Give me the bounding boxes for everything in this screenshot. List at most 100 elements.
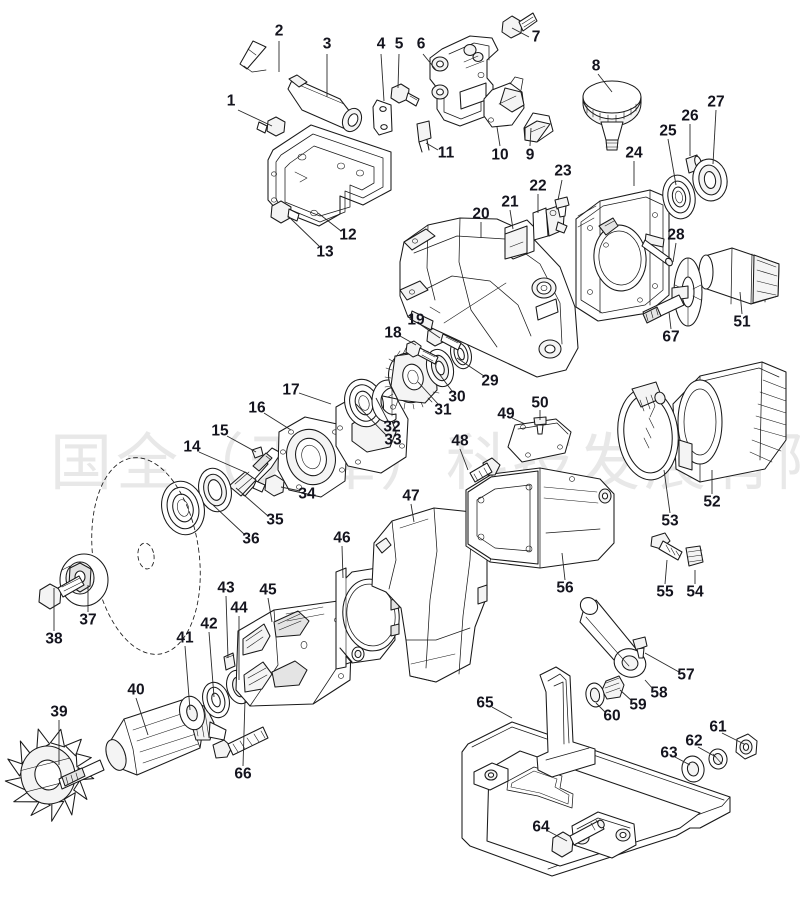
callout-number-23: 23 — [554, 162, 572, 180]
callout-number-4: 4 — [376, 35, 386, 53]
part-23-screw — [554, 196, 570, 218]
callout-number-10: 10 — [491, 146, 509, 164]
callout-number-1: 1 — [226, 92, 236, 110]
part-6-guard-frame — [429, 35, 499, 127]
callout-number-37: 37 — [79, 611, 97, 629]
part-49-cover — [507, 418, 572, 463]
callout-number-35: 35 — [266, 511, 284, 529]
callout-number-3: 3 — [322, 35, 332, 53]
part-64-bolt — [551, 819, 605, 858]
callout-number-45: 45 — [259, 581, 277, 599]
callout-number-8: 8 — [591, 57, 601, 75]
part-38-bolt — [38, 575, 85, 610]
callout-number-31: 31 — [434, 401, 452, 419]
part-46-baffle — [335, 567, 400, 670]
callout-number-34: 34 — [298, 485, 316, 503]
callout-number-43: 43 — [217, 579, 235, 597]
callout-number-2: 2 — [274, 22, 284, 40]
part-21-brush — [504, 219, 535, 260]
callout-number-30: 30 — [448, 388, 466, 406]
callout-number-38: 38 — [45, 630, 63, 648]
callout-number-13: 13 — [316, 243, 334, 261]
part-66-screw — [212, 726, 269, 759]
callout-number-49: 49 — [497, 405, 515, 423]
part-35-seal — [198, 467, 232, 513]
callout-number-56: 56 — [556, 579, 574, 597]
callout-number-40: 40 — [127, 681, 145, 699]
callout-number-59: 59 — [629, 696, 647, 714]
callout-number-5: 5 — [394, 35, 404, 53]
callout-number-50: 50 — [531, 394, 549, 412]
part-8-knob — [582, 80, 642, 151]
part-4-link-plate — [372, 99, 393, 136]
callout-number-60: 60 — [603, 707, 621, 725]
callout-number-16: 16 — [248, 399, 266, 417]
callout-number-27: 27 — [707, 93, 725, 111]
part-51-rotor — [642, 247, 780, 327]
callout-number-24: 24 — [625, 144, 643, 162]
part-24-end-housing — [575, 189, 670, 322]
part-10-switch — [483, 76, 525, 128]
callout-number-19: 19 — [407, 311, 425, 329]
part-65-base-plate — [461, 721, 731, 877]
part-47-handle-housing — [371, 507, 488, 683]
callout-number-9: 9 — [525, 146, 535, 164]
part-16-bearing-housing — [277, 416, 348, 498]
part-11-terminal — [416, 120, 432, 153]
callout-number-48: 48 — [451, 432, 469, 450]
callout-number-18: 18 — [384, 324, 402, 342]
callout-number-32: 32 — [383, 418, 401, 436]
callout-number-53: 53 — [661, 512, 679, 530]
part-3-tube — [287, 74, 363, 133]
callout-number-44: 44 — [230, 599, 248, 617]
callout-number-55: 55 — [656, 583, 674, 601]
callout-number-52: 52 — [703, 493, 721, 511]
callout-number-62: 62 — [685, 732, 703, 750]
callout-number-33: 33 — [384, 431, 402, 449]
part-28-pin — [641, 239, 673, 267]
part-20-gear-housing — [399, 217, 579, 378]
part-48-screw — [469, 457, 501, 483]
callout-number-15: 15 — [211, 422, 229, 440]
callout-number-6: 6 — [416, 35, 426, 53]
callout-number-54: 54 — [686, 583, 704, 601]
callout-number-63: 63 — [660, 744, 678, 762]
callout-number-42: 42 — [200, 615, 218, 633]
callout-number-12: 12 — [339, 226, 357, 244]
callout-number-28: 28 — [667, 226, 685, 244]
callout-number-41: 41 — [176, 629, 194, 647]
callout-number-21: 21 — [501, 193, 519, 211]
callout-number-11: 11 — [437, 144, 455, 162]
callout-number-65: 65 — [476, 694, 494, 712]
callout-number-22: 22 — [529, 177, 547, 195]
part-56-motor-housing — [465, 467, 615, 569]
callout-number-66: 66 — [234, 765, 252, 783]
part-63-washer — [681, 755, 705, 783]
part-2-rod — [239, 40, 267, 73]
callout-number-29: 29 — [481, 372, 499, 390]
callout-number-17: 17 — [282, 381, 300, 399]
callout-number-14: 14 — [183, 438, 201, 456]
part-5-bolt — [390, 83, 420, 107]
callout-number-25: 25 — [659, 122, 677, 140]
part-36-bearing — [161, 480, 205, 536]
part-57-screw — [632, 636, 648, 659]
callout-number-64: 64 — [532, 818, 550, 836]
callout-number-36: 36 — [242, 530, 260, 548]
callout-number-57: 57 — [677, 666, 695, 684]
part-58-lever-arm — [579, 597, 647, 678]
callout-number-67: 67 — [662, 328, 680, 346]
callout-number-39: 39 — [50, 703, 68, 721]
part-25-bearing — [662, 174, 696, 220]
part-54-plug — [685, 545, 704, 567]
part-53-clamp — [617, 381, 679, 481]
part-12-c-frame — [267, 124, 392, 227]
part-50-screw — [533, 416, 547, 435]
callout-number-26: 26 — [681, 107, 699, 125]
part-55-screw — [650, 532, 683, 561]
guide-fence — [536, 666, 596, 778]
callout-number-7: 7 — [531, 28, 541, 46]
